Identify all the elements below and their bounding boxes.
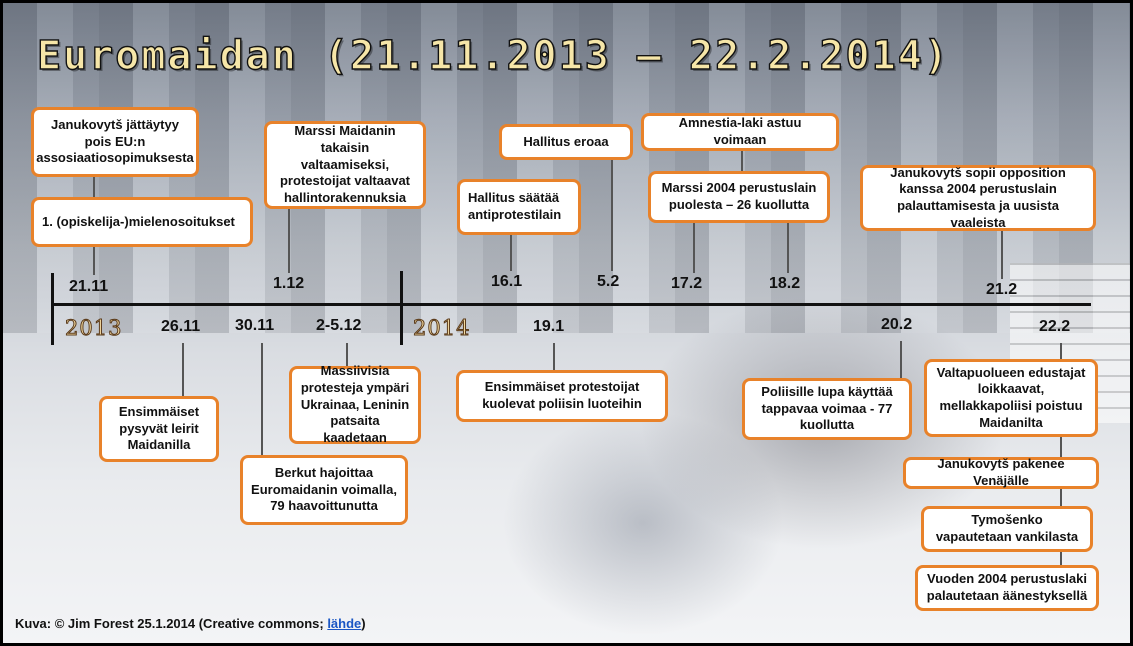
event-box: Valtapuolueen edustajat loikkaavat, mell… [924, 359, 1098, 437]
connector-line [693, 223, 695, 273]
year-label-2013: 2013 [64, 316, 123, 341]
date-label: 5.2 [597, 273, 620, 290]
connector-line [1001, 231, 1003, 279]
connector-line [93, 247, 95, 275]
date-label: 30.11 [235, 317, 275, 334]
year-label-2014: 2014 [412, 316, 471, 341]
date-label: 22.2 [1039, 318, 1071, 335]
axis-start-tick [51, 273, 54, 345]
source-link[interactable]: lähde [327, 616, 362, 631]
date-label: 2-5.12 [316, 317, 362, 334]
date-label: 18.2 [769, 275, 801, 292]
event-box: Hallitus säätää antiprotestilain [457, 179, 581, 235]
event-box: Marssi Maidanin takaisin valtaamiseksi, … [264, 121, 426, 209]
credit-text: Kuva: © Jim Forest 25.1.2014 (Creative c… [15, 616, 328, 631]
event-box: Tymošenko vapautetaan vankilasta [921, 506, 1093, 552]
connector-line [1060, 487, 1062, 507]
event-box: Ensimmäiset pysyvät leirit Maidanilla [99, 396, 219, 462]
event-box: Janukovytš pakenee Venäjälle [903, 456, 1099, 489]
event-box: Hallitus eroaa [499, 124, 633, 160]
timeline-axis [51, 303, 1091, 306]
date-label: 17.2 [671, 275, 703, 292]
connector-line [346, 343, 348, 367]
event-box: Amnestia-laki astuu voimaan [641, 113, 839, 151]
connector-line [1060, 343, 1062, 365]
event-box: Poliisille lupa käyttää tappavaa voimaa … [742, 378, 912, 440]
connector-line [553, 343, 555, 371]
connector-line [741, 151, 743, 171]
event-box: Berkut hajoittaa Euromaidanin voimalla, … [240, 455, 408, 525]
connector-line [182, 343, 184, 398]
photo-credit: Kuva: © Jim Forest 25.1.2014 (Creative c… [15, 616, 366, 631]
connector-line [288, 209, 290, 273]
date-label: 1.12 [273, 275, 305, 292]
connector-line [787, 223, 789, 273]
event-box: Ensimmäiset protestoijat kuolevat poliis… [456, 370, 668, 422]
year-divider-tick [400, 271, 403, 345]
date-label: 19.1 [533, 318, 565, 335]
connector-line [510, 235, 512, 271]
connector-line [93, 175, 95, 197]
connector-line [261, 343, 263, 456]
event-box: Vuoden 2004 perustuslaki palautetaan ään… [915, 565, 1099, 611]
connector-line [1060, 435, 1062, 457]
connector-line [611, 160, 613, 271]
event-box: Janukovytš jättäytyy pois EU:n assosiaat… [31, 107, 199, 177]
page-title: Euromaidan (21.11.2013 – 22.2.2014) [36, 32, 950, 79]
event-box: Marssi 2004 perustuslain puolesta – 26 k… [648, 171, 830, 223]
event-box: 1. (opiskelija-)mielenosoitukset [31, 197, 253, 247]
date-label: 21.11 [69, 278, 109, 295]
date-label: 16.1 [491, 273, 523, 290]
connector-line [1060, 551, 1062, 565]
event-box: Massiivisia protesteja ympäri Ukrainaa, … [289, 363, 421, 445]
date-label: 26.11 [161, 318, 201, 335]
connector-line [900, 341, 902, 379]
date-label: 20.2 [881, 316, 913, 333]
event-box: Janukovytš sopii opposition kanssa 2004 … [860, 165, 1096, 231]
date-label: 21.2 [986, 281, 1018, 298]
credit-close: ) [361, 616, 366, 631]
